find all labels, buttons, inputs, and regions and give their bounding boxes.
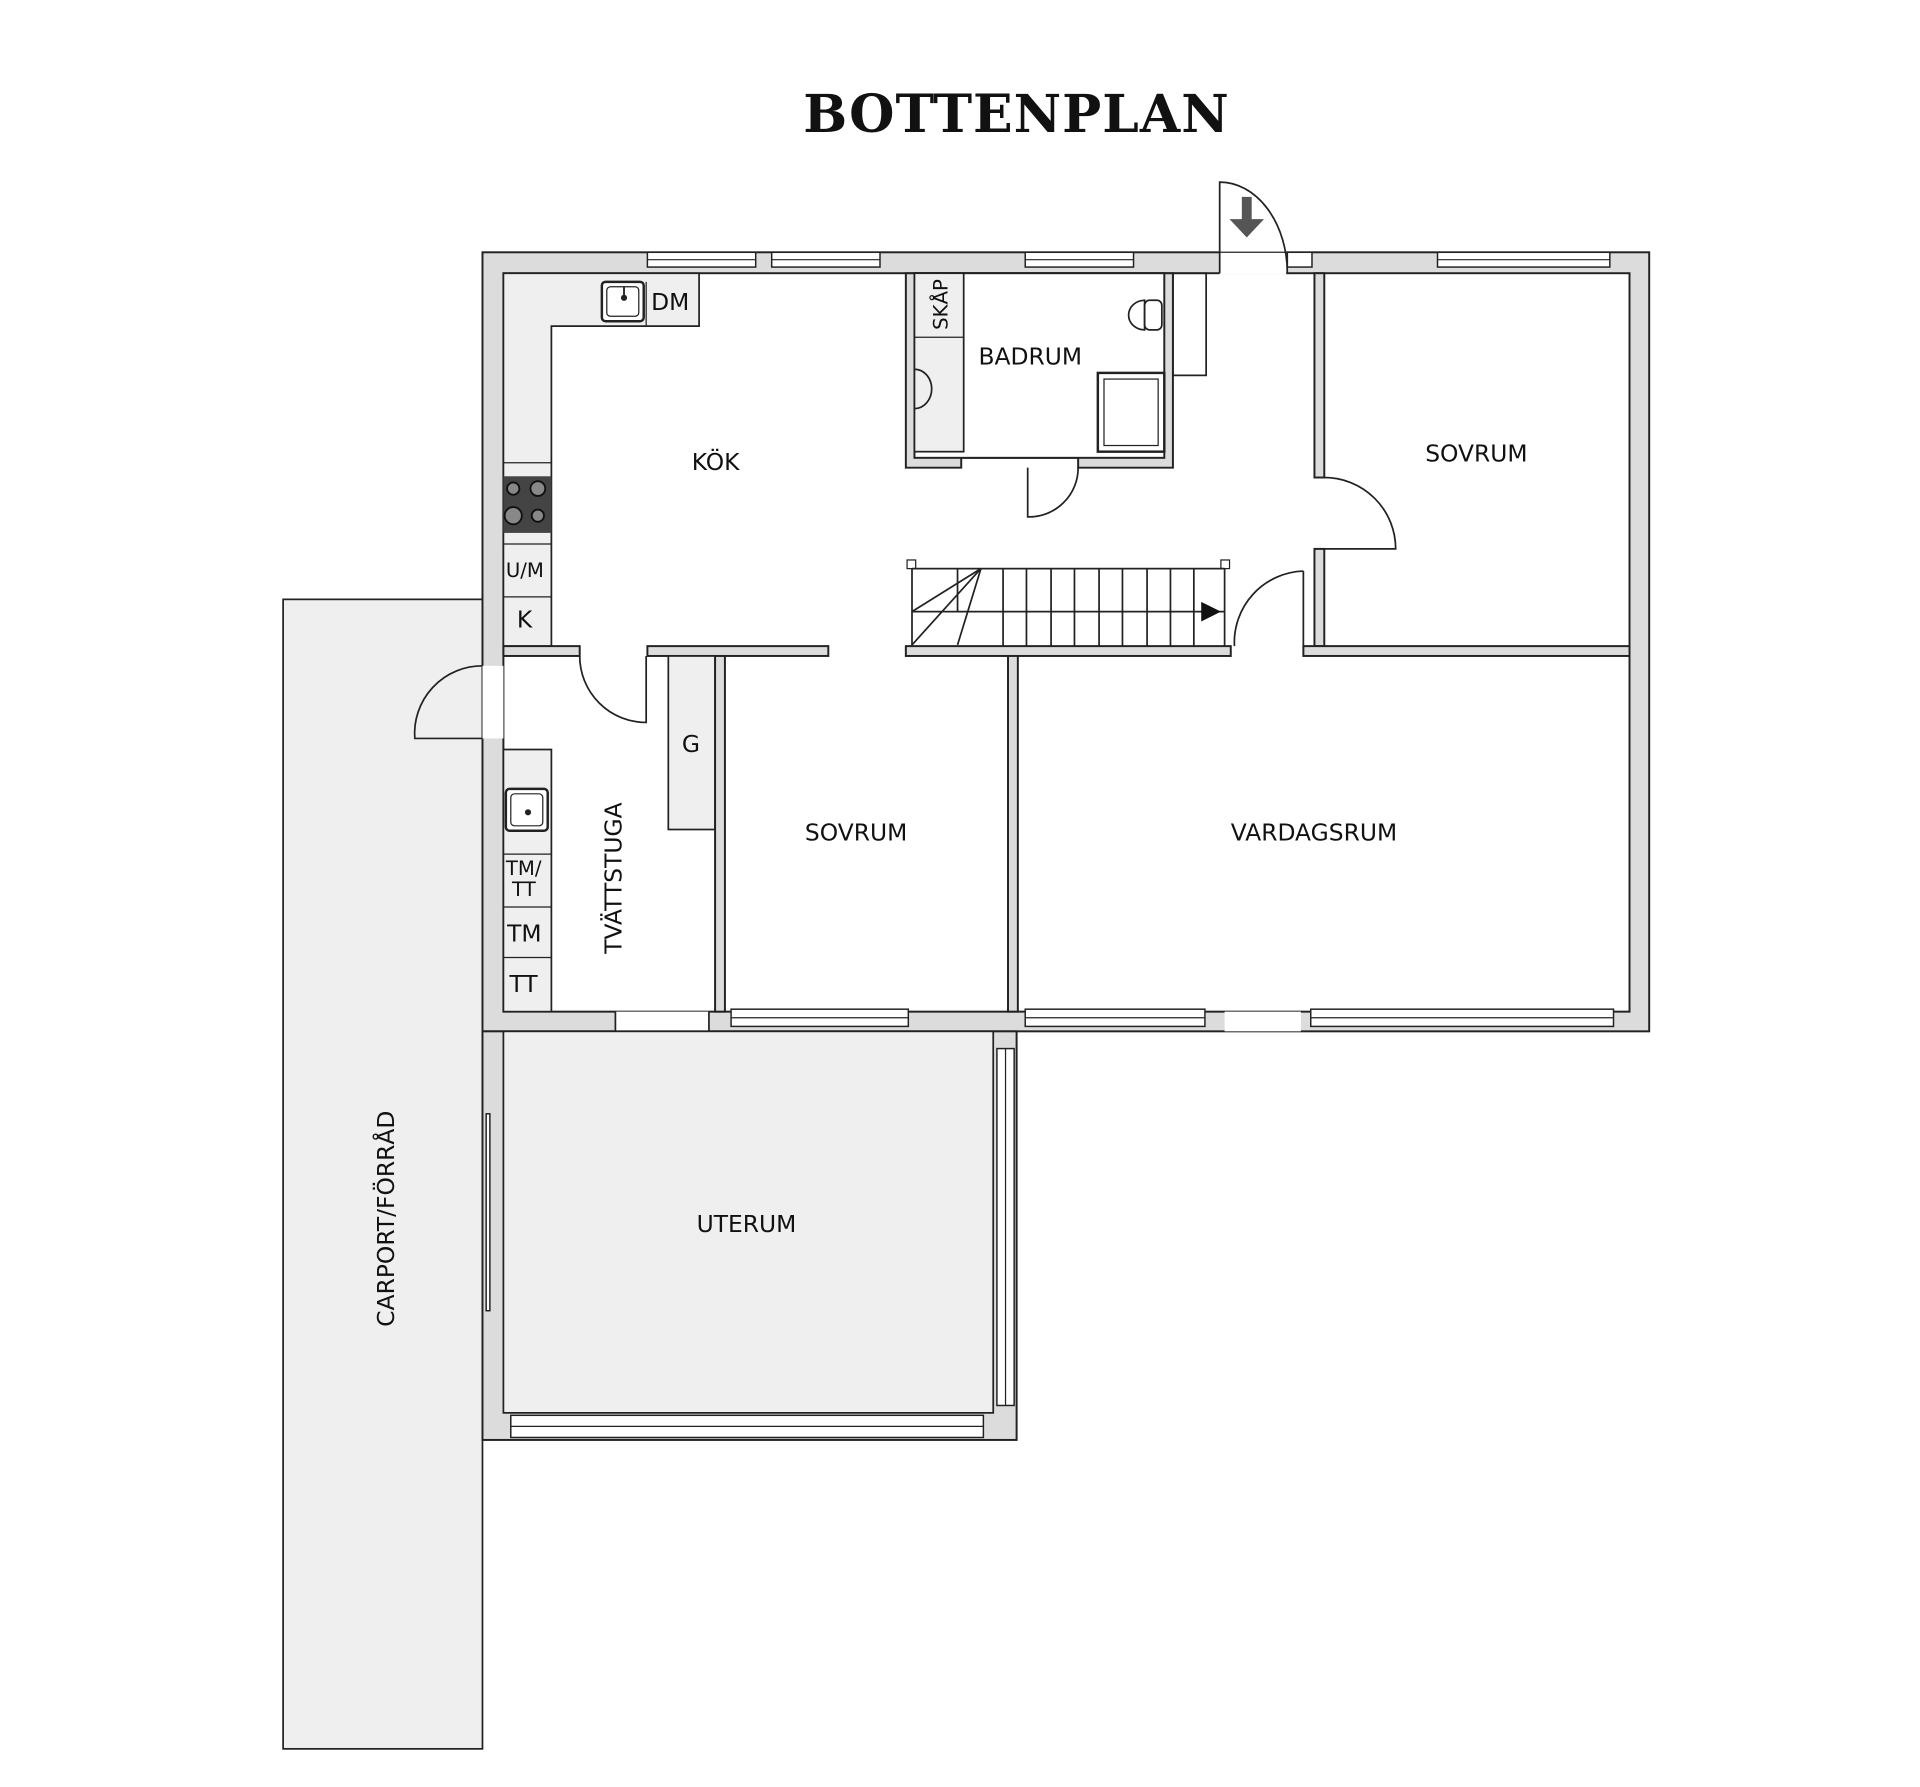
tt-label: TT (509, 970, 539, 998)
sovrum1-label: SOVRUM (1425, 440, 1527, 468)
terrace-door-opening (1224, 1011, 1301, 1032)
sovrum1-door (1324, 476, 1397, 550)
wall-sovrum1-left (1313, 272, 1326, 479)
entrance-arrow-icon (1229, 196, 1264, 238)
entrance-door (1218, 181, 1289, 274)
wall-kitchen-bottom-mid (646, 645, 830, 657)
laundry-door (578, 655, 648, 724)
hall-closet (1172, 272, 1208, 377)
washbasin-icon (914, 368, 933, 410)
toilet-icon (1127, 299, 1146, 331)
k-label: K (517, 606, 533, 634)
g-label: G (682, 730, 700, 758)
wall-sovrum-vardag (1007, 654, 1019, 1013)
carport-area (282, 598, 484, 1750)
um-label: U/M (506, 559, 544, 582)
g-cabinet (667, 655, 716, 831)
laundry-exterior-opening (482, 665, 504, 739)
carport-label: CARPORT/FÖRRÅD (372, 1111, 400, 1327)
kok-label: KÖK (692, 448, 740, 476)
tm-tt-label-1: TM/ (505, 857, 542, 880)
bathroom-door (1026, 467, 1080, 518)
uterum-floor (502, 1030, 995, 1414)
uterum-label: UTERUM (697, 1210, 797, 1238)
tm-label: TM (506, 919, 541, 947)
window (485, 1047, 1015, 1439)
badrum-label: BADRUM (978, 342, 1082, 370)
sovrum2-label: SOVRUM (805, 819, 907, 847)
wall-sovrum1-bottom (1302, 645, 1631, 657)
wall-kitchen-bottom-left (502, 645, 581, 657)
carport-door (413, 664, 483, 740)
window (730, 1008, 1615, 1028)
tm-tt-label-2: TT (511, 878, 537, 901)
stair-direction-arrow-icon (1201, 601, 1221, 622)
staircase (904, 559, 1232, 657)
entrance-opening (1219, 249, 1287, 275)
vardagsrum-label: VARDAGSRUM (1231, 819, 1397, 847)
vardagsrum-door (1233, 570, 1304, 647)
skap-label: SKÅP (930, 279, 953, 330)
plan-title: BOTTENPLAN (803, 84, 1230, 145)
dm-label: DM (651, 288, 689, 316)
wall-tvatt-sovrum (714, 654, 726, 1013)
window (646, 251, 1611, 268)
tvattstuga-label: TVÄTTSTUGA (600, 802, 628, 954)
